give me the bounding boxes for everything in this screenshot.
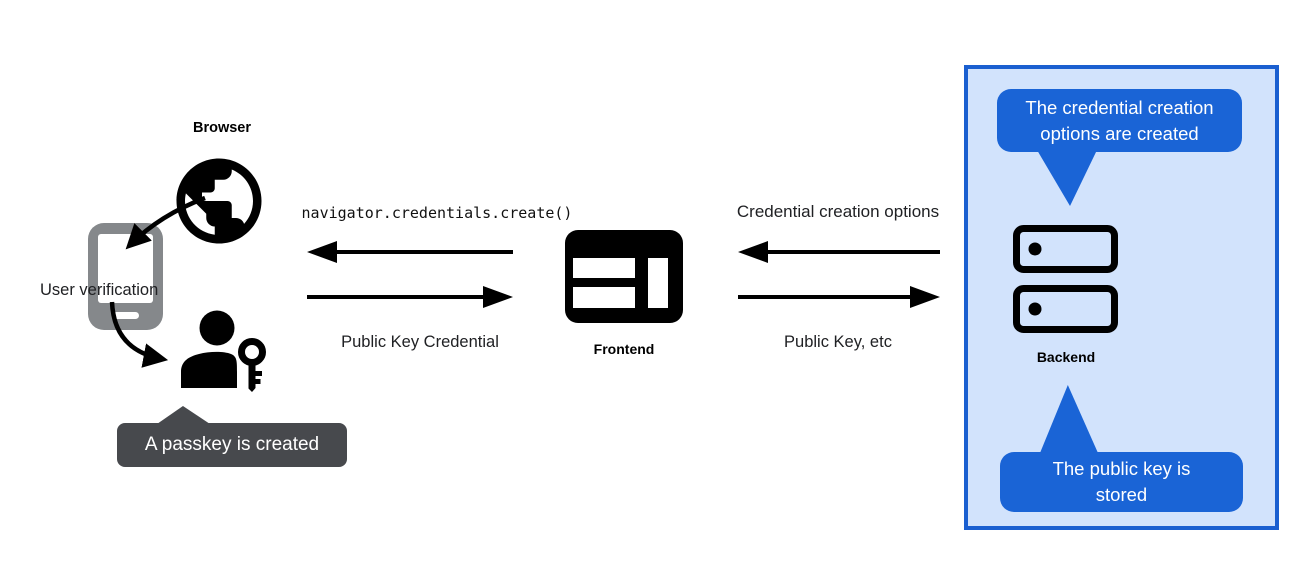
arrow-browser-to-frontend bbox=[307, 286, 513, 308]
smartphone-icon bbox=[88, 223, 163, 330]
credential-options-bubble: The credential creation options are crea… bbox=[997, 89, 1242, 152]
arrow-shaft bbox=[738, 294, 918, 300]
public-key-etc-label: Public Key, etc bbox=[784, 333, 892, 351]
bubble-line: stored bbox=[1095, 484, 1148, 505]
arrowhead-right bbox=[483, 286, 513, 308]
bubble-line: The credential creation bbox=[1025, 96, 1214, 118]
browser-window-icon bbox=[565, 230, 683, 323]
credential-creation-options-label: Credential creation options bbox=[736, 202, 940, 221]
arrowhead-right bbox=[910, 286, 940, 308]
tooltip-tail-up bbox=[157, 406, 210, 424]
arrow-shaft bbox=[329, 249, 513, 255]
arrow-shaft bbox=[760, 249, 940, 255]
globe-icon bbox=[168, 150, 270, 252]
bubble-line: options are created bbox=[1040, 122, 1199, 144]
arrow-frontend-to-backend bbox=[738, 286, 940, 308]
user-with-key-icon bbox=[180, 310, 268, 392]
arrowhead-left bbox=[738, 241, 768, 263]
arrowhead-left bbox=[307, 241, 337, 263]
create-call-label: navigator.credentials.create() bbox=[301, 204, 573, 222]
browser-label: Browser bbox=[192, 120, 252, 136]
arrow-frontend-to-browser bbox=[307, 241, 513, 263]
smartphone-homebar bbox=[112, 312, 139, 319]
arrow-backend-to-frontend bbox=[738, 241, 940, 263]
arrow-shaft bbox=[307, 294, 491, 300]
backend-label: Backend bbox=[1036, 349, 1096, 365]
bubble-line: The public key is bbox=[1052, 458, 1191, 480]
public-key-credential-label: Public Key Credential bbox=[341, 333, 499, 351]
frontend-label: Frontend bbox=[593, 341, 655, 357]
passkey-created-tooltip: A passkey is created bbox=[117, 423, 347, 467]
server-stack-icon bbox=[1013, 225, 1118, 333]
user-verification-label: User verification bbox=[40, 281, 159, 299]
public-key-stored-bubble: The public key is stored bbox=[1000, 452, 1243, 512]
